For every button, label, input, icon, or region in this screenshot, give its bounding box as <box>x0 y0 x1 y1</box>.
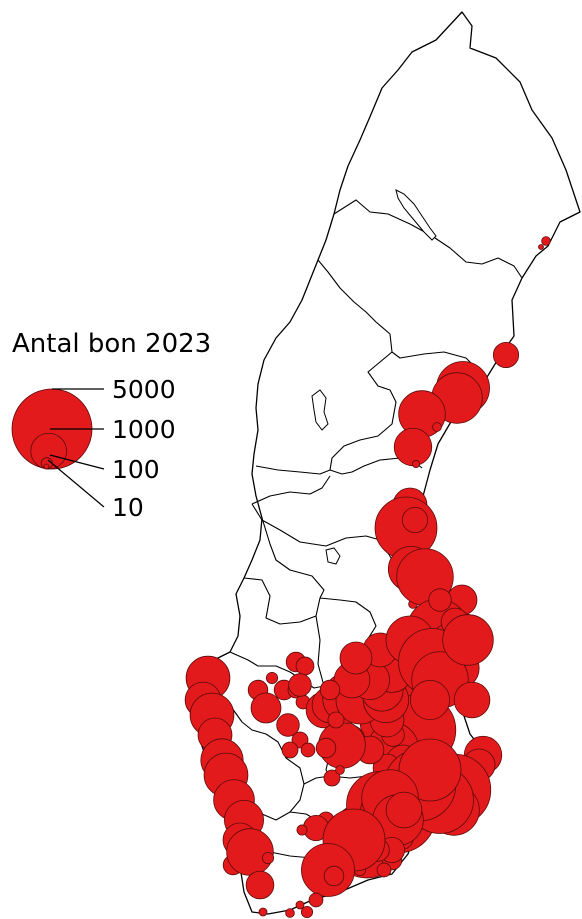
legend-leader-10 <box>47 459 105 508</box>
colony-marker <box>428 588 452 612</box>
colony-marker <box>323 865 345 887</box>
colony-marker <box>300 905 314 919</box>
legend-label-1000: 1000 <box>112 415 176 444</box>
colony-marker <box>295 656 315 676</box>
colony-marker <box>393 427 433 467</box>
colony-marker <box>432 422 442 432</box>
colony-marker <box>453 681 491 719</box>
legend-label-10: 10 <box>112 493 144 522</box>
colony-marker <box>319 679 341 701</box>
colony-marker <box>327 711 345 729</box>
colony-marker <box>258 907 268 917</box>
colony-marker <box>442 614 494 666</box>
county-border <box>329 351 397 471</box>
legend-leader-100 <box>49 454 105 470</box>
colony-marker <box>308 892 324 908</box>
legend-label-100: 100 <box>112 455 160 484</box>
colony-marker <box>323 769 341 787</box>
legend-label-5000: 5000 <box>112 375 176 404</box>
colony-marker <box>541 236 551 246</box>
colony-marker <box>385 791 423 829</box>
lake-storsjon <box>311 389 329 431</box>
colony-marker <box>376 862 392 878</box>
colony-marker <box>285 908 295 918</box>
county-border <box>261 517 325 599</box>
colony-marker <box>538 244 544 250</box>
colony-marker <box>250 692 282 724</box>
colony-marker <box>261 851 275 865</box>
colony-marker <box>281 741 299 759</box>
colony-marker <box>295 900 305 910</box>
county-border <box>251 475 331 505</box>
legend-title: Antal bon 2023 <box>12 329 211 359</box>
colony-marker <box>226 828 274 876</box>
colony-marker <box>296 824 308 836</box>
colony-marker <box>412 460 420 468</box>
county-border <box>217 703 305 813</box>
colony-marker <box>288 673 312 697</box>
county-border <box>317 259 485 377</box>
county-border <box>229 651 325 689</box>
legend-circle-10 <box>43 463 50 470</box>
lake-tornetrask <box>395 189 437 241</box>
colony-marker <box>276 713 300 737</box>
county-border <box>333 199 523 279</box>
colony-marker <box>265 671 279 685</box>
lake-siljan <box>325 547 341 565</box>
colony-layer <box>184 236 551 919</box>
colony-marker <box>492 341 520 369</box>
colony-marker <box>401 506 429 534</box>
colony-marker <box>339 641 373 675</box>
colony-marker <box>245 870 275 900</box>
colony-marker <box>410 680 450 720</box>
legend: Antal bon 2023 5000 1000 100 10 <box>11 329 211 522</box>
colony-marker <box>315 737 337 759</box>
colony-marker <box>335 765 345 775</box>
colony-marker <box>300 742 316 758</box>
